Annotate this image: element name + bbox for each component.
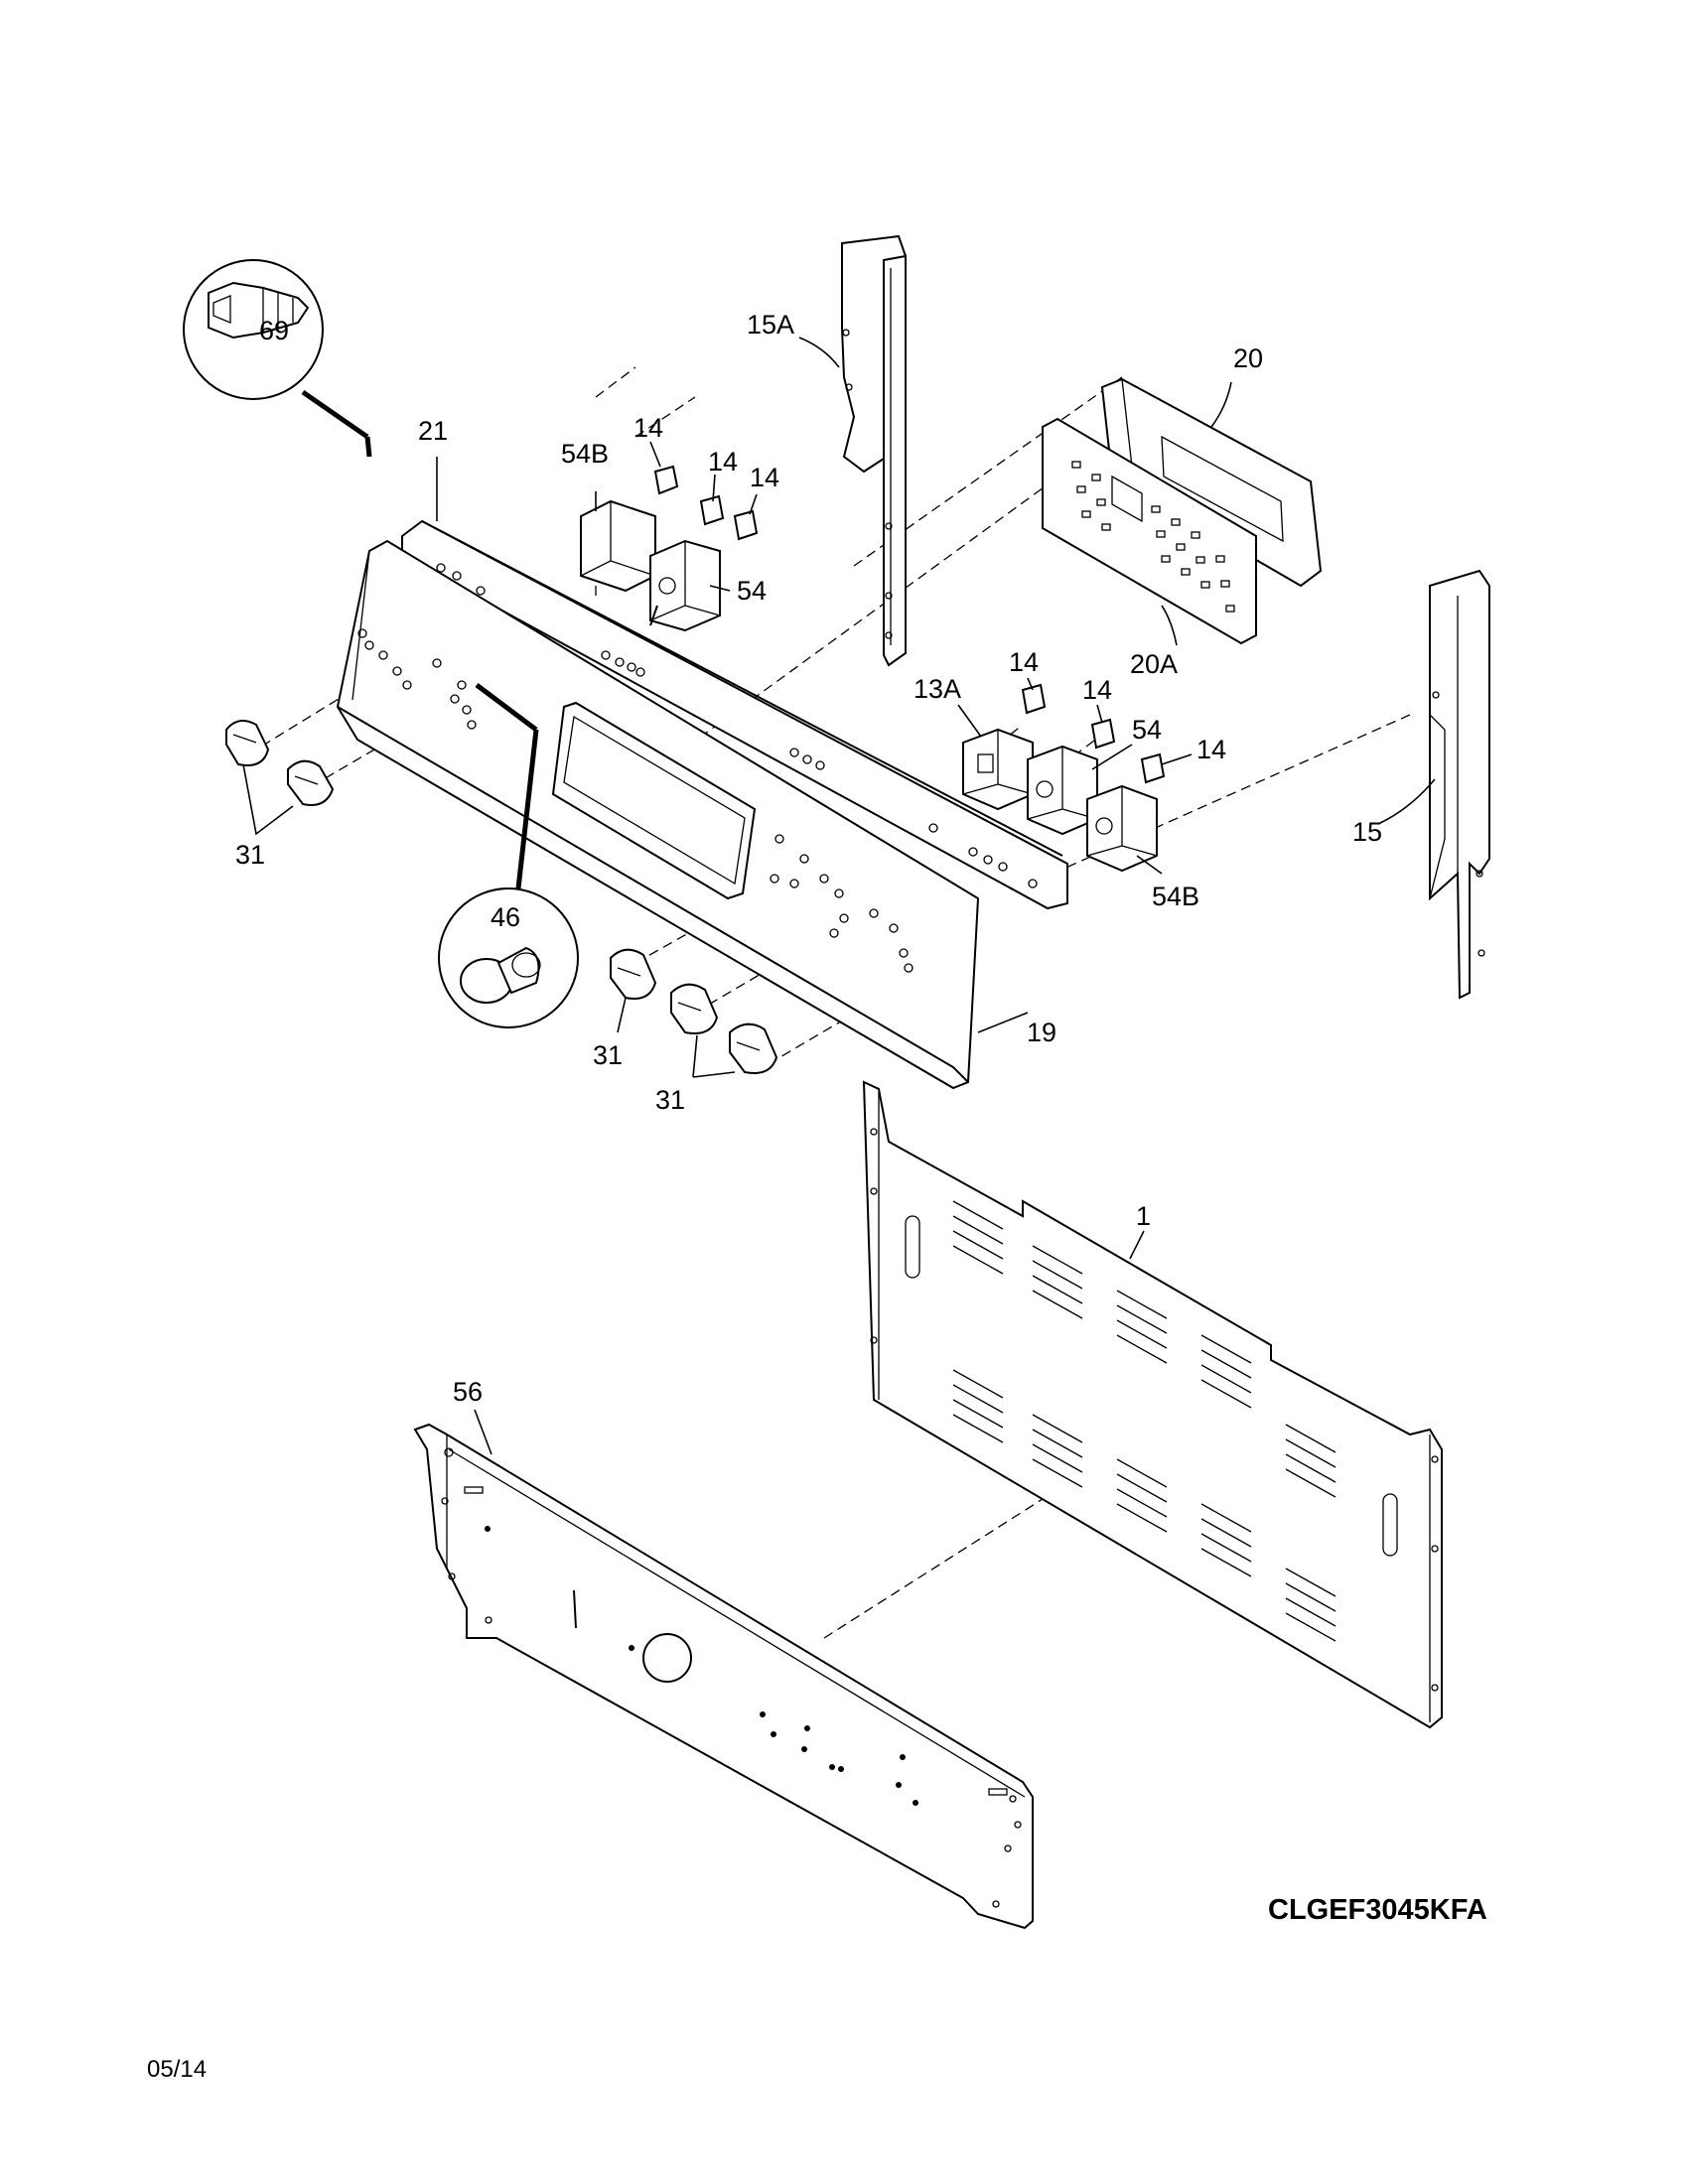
callout-54b: 54B: [561, 439, 609, 469]
callout-15a: 15A: [747, 310, 794, 340]
side-trim-15: [1429, 569, 1490, 1000]
callout-13a: 13A: [914, 674, 961, 704]
knob-31-mid: [610, 948, 657, 1000]
callout-56: 56: [453, 1377, 483, 1407]
callout-21: 21: [418, 416, 448, 446]
rear-bracket-56: [413, 1423, 1034, 1930]
control-panel-back-21: [401, 519, 1068, 910]
knob-31-bottom-b: [729, 1023, 778, 1074]
callout-15: 15: [1352, 817, 1382, 847]
revision-date: 05/14: [147, 2056, 207, 2083]
callout-19: 19: [1027, 1018, 1056, 1047]
overlay-20a: [1042, 417, 1257, 645]
callout-14: 14: [633, 413, 663, 443]
callout-20: 20: [1233, 343, 1263, 373]
callout-69: 69: [259, 316, 289, 345]
callout-14: 14: [708, 447, 738, 477]
callout-14: 14: [750, 463, 779, 492]
model-number: CLGEF3045KFA: [1268, 1894, 1487, 1926]
callout-1: 1: [1136, 1201, 1151, 1231]
leader-lines: [242, 337, 1436, 1455]
callout-20a: 20A: [1130, 649, 1178, 679]
vent-slots: [952, 1200, 1336, 1642]
callout-14: 14: [1082, 675, 1112, 705]
knob-31-left-a: [225, 720, 270, 766]
rear-cover-1: [862, 1080, 1443, 1729]
callout-46: 46: [491, 902, 520, 932]
callout-54: 54: [737, 576, 767, 606]
switch-54b-upper: [580, 499, 656, 596]
terminal-blocks-mid: [1021, 683, 1166, 784]
switch-13a: [962, 728, 1034, 811]
callout-labels: 15A 20 21 54B 14 14 14 69 54 20A 14 13A …: [235, 310, 1382, 1407]
terminal-blocks-upper: [653, 465, 759, 541]
control-panel-front-19: [336, 539, 980, 1090]
screw-detail-69: [183, 259, 372, 458]
switch-54-upper: [649, 539, 721, 632]
callout-31: 31: [235, 840, 265, 870]
switch-54b-mid: [1086, 784, 1158, 873]
side-trim-15a: [841, 234, 907, 667]
callout-31: 31: [655, 1085, 685, 1115]
callout-54: 54: [1132, 715, 1162, 745]
knob-31-bottom-a: [670, 983, 719, 1034]
callout-54b: 54B: [1152, 882, 1199, 911]
plug-detail-46: [438, 683, 579, 1028]
callout-31: 31: [593, 1040, 623, 1070]
knob-31-left-b: [287, 759, 335, 806]
callout-14: 14: [1196, 735, 1226, 764]
callout-14: 14: [1009, 647, 1039, 677]
